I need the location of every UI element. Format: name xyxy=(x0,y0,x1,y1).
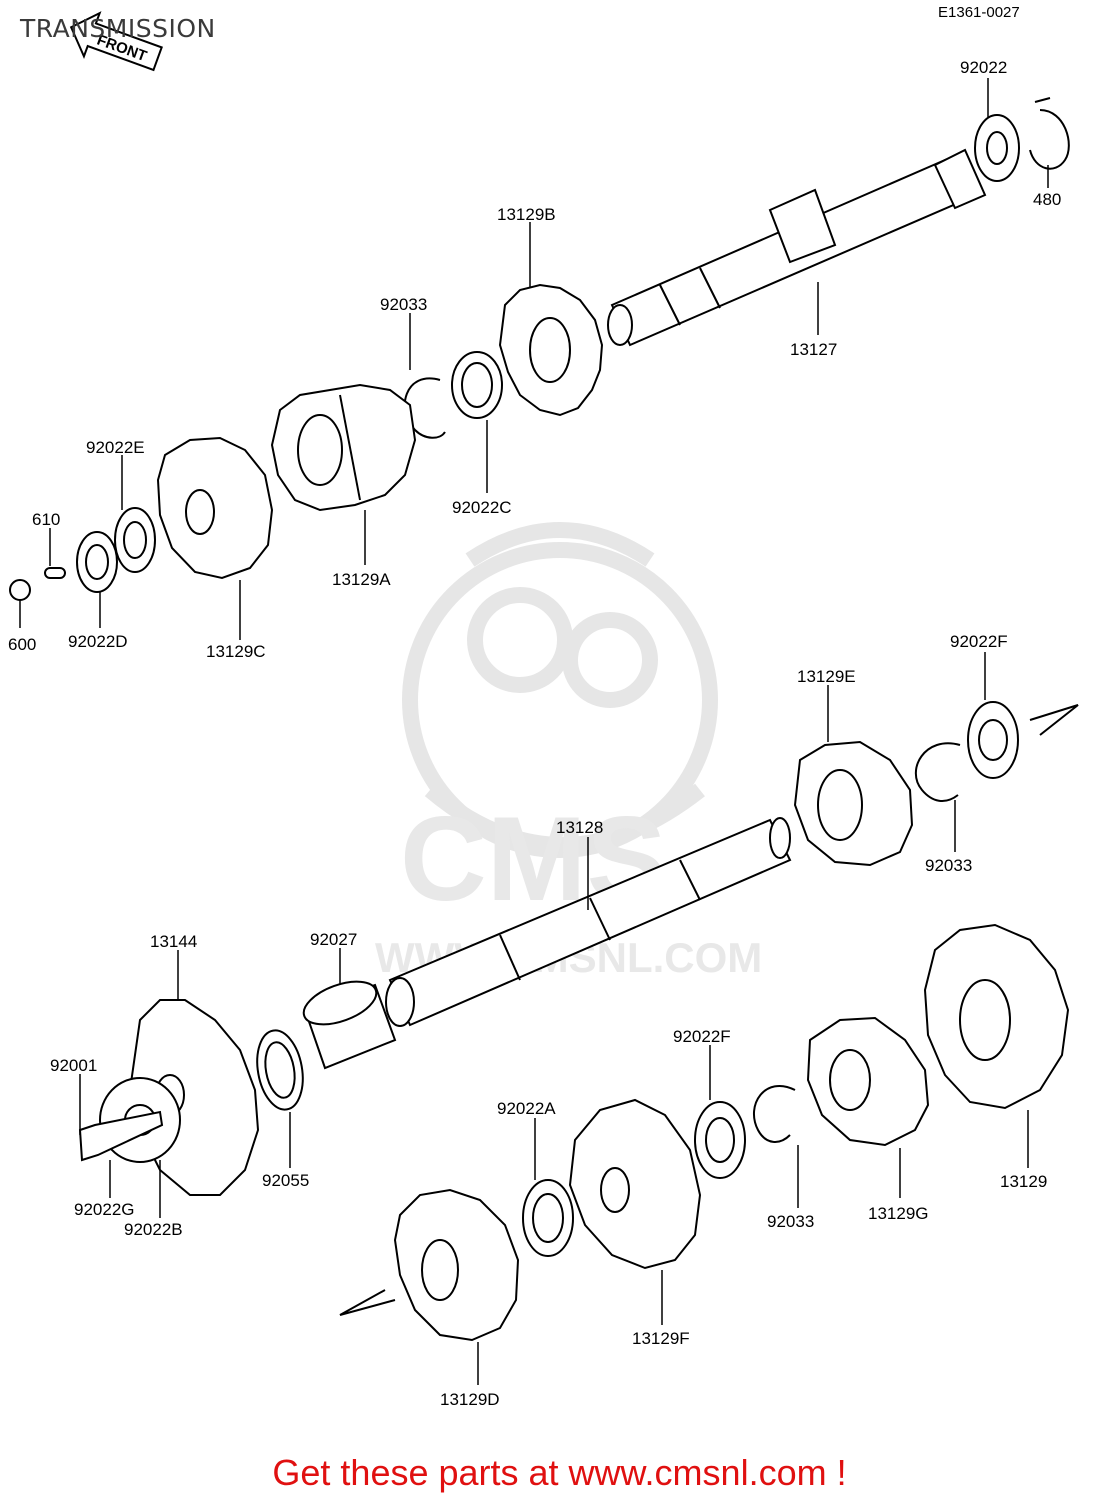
page-title: TRANSMISSION xyxy=(20,14,216,43)
gear-13129B xyxy=(498,283,604,417)
part-label-13129F[interactable]: 13129F xyxy=(632,1329,690,1348)
part-label-92022[interactable]: 92022 xyxy=(960,58,1008,77)
part-label-92022C[interactable]: 92022C xyxy=(452,498,512,517)
part-label-13129[interactable]: 13129 xyxy=(1000,1172,1048,1191)
part-label-13129B[interactable]: 13129B xyxy=(497,205,556,224)
gear-13129F xyxy=(568,1098,702,1270)
gear-13129G xyxy=(806,1016,930,1147)
diagram-code: E1361-0027 xyxy=(938,4,1020,21)
washer-92055 xyxy=(256,1029,304,1111)
part-label-92022F-upper[interactable]: 92022F xyxy=(950,632,1008,651)
part-label-13127[interactable]: 13127 xyxy=(790,340,838,359)
part-label-600[interactable]: 600 xyxy=(8,635,37,654)
washer-92022A xyxy=(522,1179,574,1257)
part-label-480[interactable]: 480 xyxy=(1033,190,1062,209)
washer-92022 xyxy=(974,114,1020,182)
part-label-92022D[interactable]: 92022D xyxy=(68,632,128,651)
part-label-92001[interactable]: 92001 xyxy=(50,1056,98,1075)
pin-610 xyxy=(44,567,66,579)
part-label-92022B[interactable]: 92022B xyxy=(124,1220,183,1239)
direction-arrow-lower xyxy=(339,1289,396,1316)
washer-92022C xyxy=(451,351,503,419)
part-label-610[interactable]: 610 xyxy=(32,510,61,529)
part-label-13129A[interactable]: 13129A xyxy=(332,570,391,589)
part-label-92033-lower[interactable]: 92033 xyxy=(767,1212,815,1231)
gear-13129A xyxy=(270,383,417,512)
part-label-13144[interactable]: 13144 xyxy=(150,932,198,951)
gear-13129D xyxy=(393,1188,520,1342)
part-label-13129C[interactable]: 13129C xyxy=(206,642,266,661)
shaft-13127 xyxy=(607,148,987,347)
watermark-mascot xyxy=(402,522,718,858)
leader-lines xyxy=(19,78,1049,1385)
bolt-92001 xyxy=(78,1110,164,1162)
shaft-13128 xyxy=(385,817,792,1027)
part-label-92022A[interactable]: 92022A xyxy=(497,1099,556,1118)
part-label-13129G[interactable]: 13129G xyxy=(868,1204,929,1223)
part-label-13128[interactable]: 13128 xyxy=(556,818,604,837)
washer-92022E xyxy=(114,507,156,573)
part-label-92027[interactable]: 92027 xyxy=(310,930,358,949)
direction-arrow-upper xyxy=(1029,704,1079,736)
ball-600 xyxy=(9,579,31,601)
collar-92027 xyxy=(302,980,397,1070)
part-label-92033-upper[interactable]: 92033 xyxy=(380,295,428,314)
washer-92022F-lower xyxy=(694,1101,746,1179)
part-label-92033-middle[interactable]: 92033 xyxy=(925,856,973,875)
washer-92022F-upper xyxy=(967,701,1019,779)
part-label-13129E[interactable]: 13129E xyxy=(797,667,856,686)
part-label-92022G[interactable]: 92022G xyxy=(74,1200,135,1219)
circlip-480 xyxy=(1029,97,1070,170)
washer-92022D xyxy=(76,531,118,593)
part-label-92022E[interactable]: 92022E xyxy=(86,438,145,457)
part-label-92022F-lower[interactable]: 92022F xyxy=(673,1027,731,1046)
gear-13129 xyxy=(923,923,1070,1110)
gear-13129E xyxy=(793,740,914,867)
get-parts-link[interactable]: Get these parts at www.cmsnl.com ! xyxy=(272,1452,847,1493)
gear-13129C xyxy=(156,436,274,580)
part-label-92055[interactable]: 92055 xyxy=(262,1171,310,1190)
circlip-92033c xyxy=(752,1085,796,1143)
circlip-92033b xyxy=(914,742,961,802)
part-label-13129D[interactable]: 13129D xyxy=(440,1390,500,1409)
